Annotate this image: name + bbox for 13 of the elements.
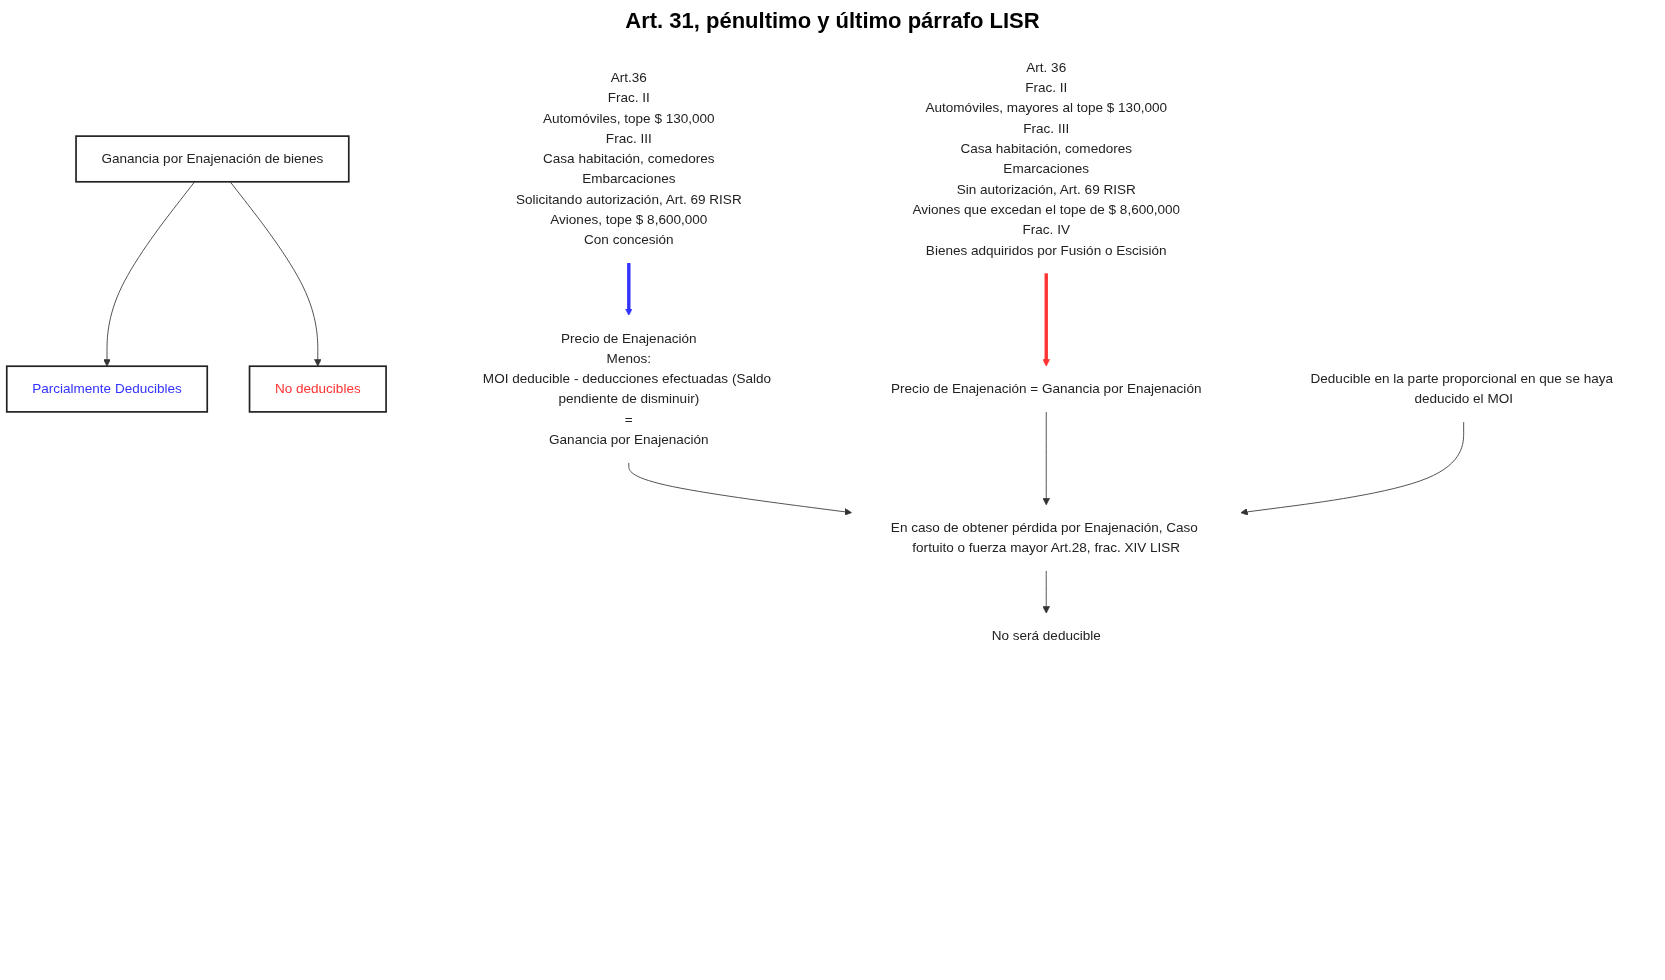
arrow: [625, 263, 633, 316]
node-box: Parcialmente Deducibles: [5, 365, 209, 413]
diagram-title: Art. 31, pénultimo y último párrafo LISR: [624, 8, 1041, 34]
arrow: [1042, 273, 1050, 367]
node-box: No deducibles: [248, 365, 387, 413]
node-text: En caso de obtener pérdida por Enajenación, Caso fortuito o fuerza mayor Art.28, frac. XIV LISR: [890, 520, 1198, 555]
node-box: Ganancia por Enajenación de bienes: [75, 135, 350, 183]
node-text: Precio de Enajenación = Ganancia por Enajenación: [891, 381, 1202, 396]
node-text: Deducible en la parte proporcional en que se haya deducido el MOI: [1310, 371, 1614, 406]
node-text: Art. 36 Frac. II Automóviles, mayores al tope $ 130,000 Frac. III Casa habitación, comedores Emarcaciones Sin autorización, Art. 69 RISR Aviones que excedan el tope de $ 8,600,000 Frac. IV Bienes adquiridos por Fusión o Escisión: [912, 59, 1181, 258]
node-text: Precio de Enajenación Menos: MOI deducible - deducciones efectuadas (Saldo pendiente de disminuir) = Ganancia por Enajenación: [482, 330, 772, 447]
node-text: No será deducible: [991, 628, 1101, 643]
node-text: Art.36 Frac. II Automóviles, tope $ 130,000 Frac. III Casa habitación, comedores Embarcaciones Solicitando autorización, Art. 69 RISR Aviones, tope $ 8,600,000 Con concesión: [515, 70, 742, 247]
